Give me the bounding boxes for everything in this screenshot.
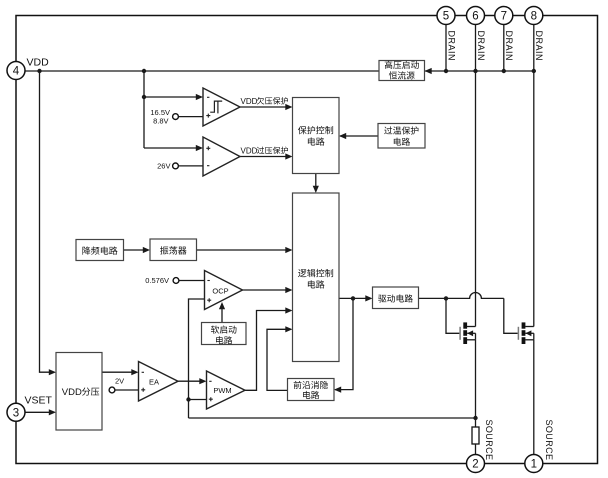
svg-text:SOURCE: SOURCE — [544, 420, 554, 461]
svg-text:16.5V: 16.5V — [150, 108, 170, 117]
svg-text:3: 3 — [13, 407, 19, 419]
svg-text:VSET: VSET — [25, 394, 53, 406]
svg-text:6: 6 — [472, 11, 478, 23]
svg-text:VDD: VDD — [62, 387, 82, 398]
svg-text:DRAIN: DRAIN — [534, 31, 544, 62]
svg-text:EA: EA — [149, 378, 159, 387]
svg-text:8.8V: 8.8V — [153, 117, 168, 126]
svg-text:VDD: VDD — [241, 97, 258, 106]
svg-text:2: 2 — [472, 459, 478, 471]
svg-text:0.576V: 0.576V — [145, 276, 169, 285]
svg-text:VDD: VDD — [27, 57, 50, 69]
svg-text:DRAIN: DRAIN — [446, 31, 456, 62]
svg-text:5: 5 — [443, 11, 449, 23]
svg-text:26V: 26V — [157, 161, 170, 170]
svg-text:8: 8 — [531, 11, 537, 23]
svg-text:7: 7 — [501, 11, 507, 23]
svg-text:OCP: OCP — [212, 286, 228, 295]
svg-text:DRAIN: DRAIN — [504, 31, 514, 62]
svg-text:2V: 2V — [115, 376, 124, 385]
svg-text:4: 4 — [13, 66, 20, 78]
svg-text:SOURCE: SOURCE — [484, 420, 494, 461]
svg-text:1: 1 — [531, 459, 537, 471]
svg-text:VDD: VDD — [241, 146, 258, 155]
svg-text:DRAIN: DRAIN — [476, 31, 486, 62]
svg-text:PWM: PWM — [213, 386, 231, 395]
